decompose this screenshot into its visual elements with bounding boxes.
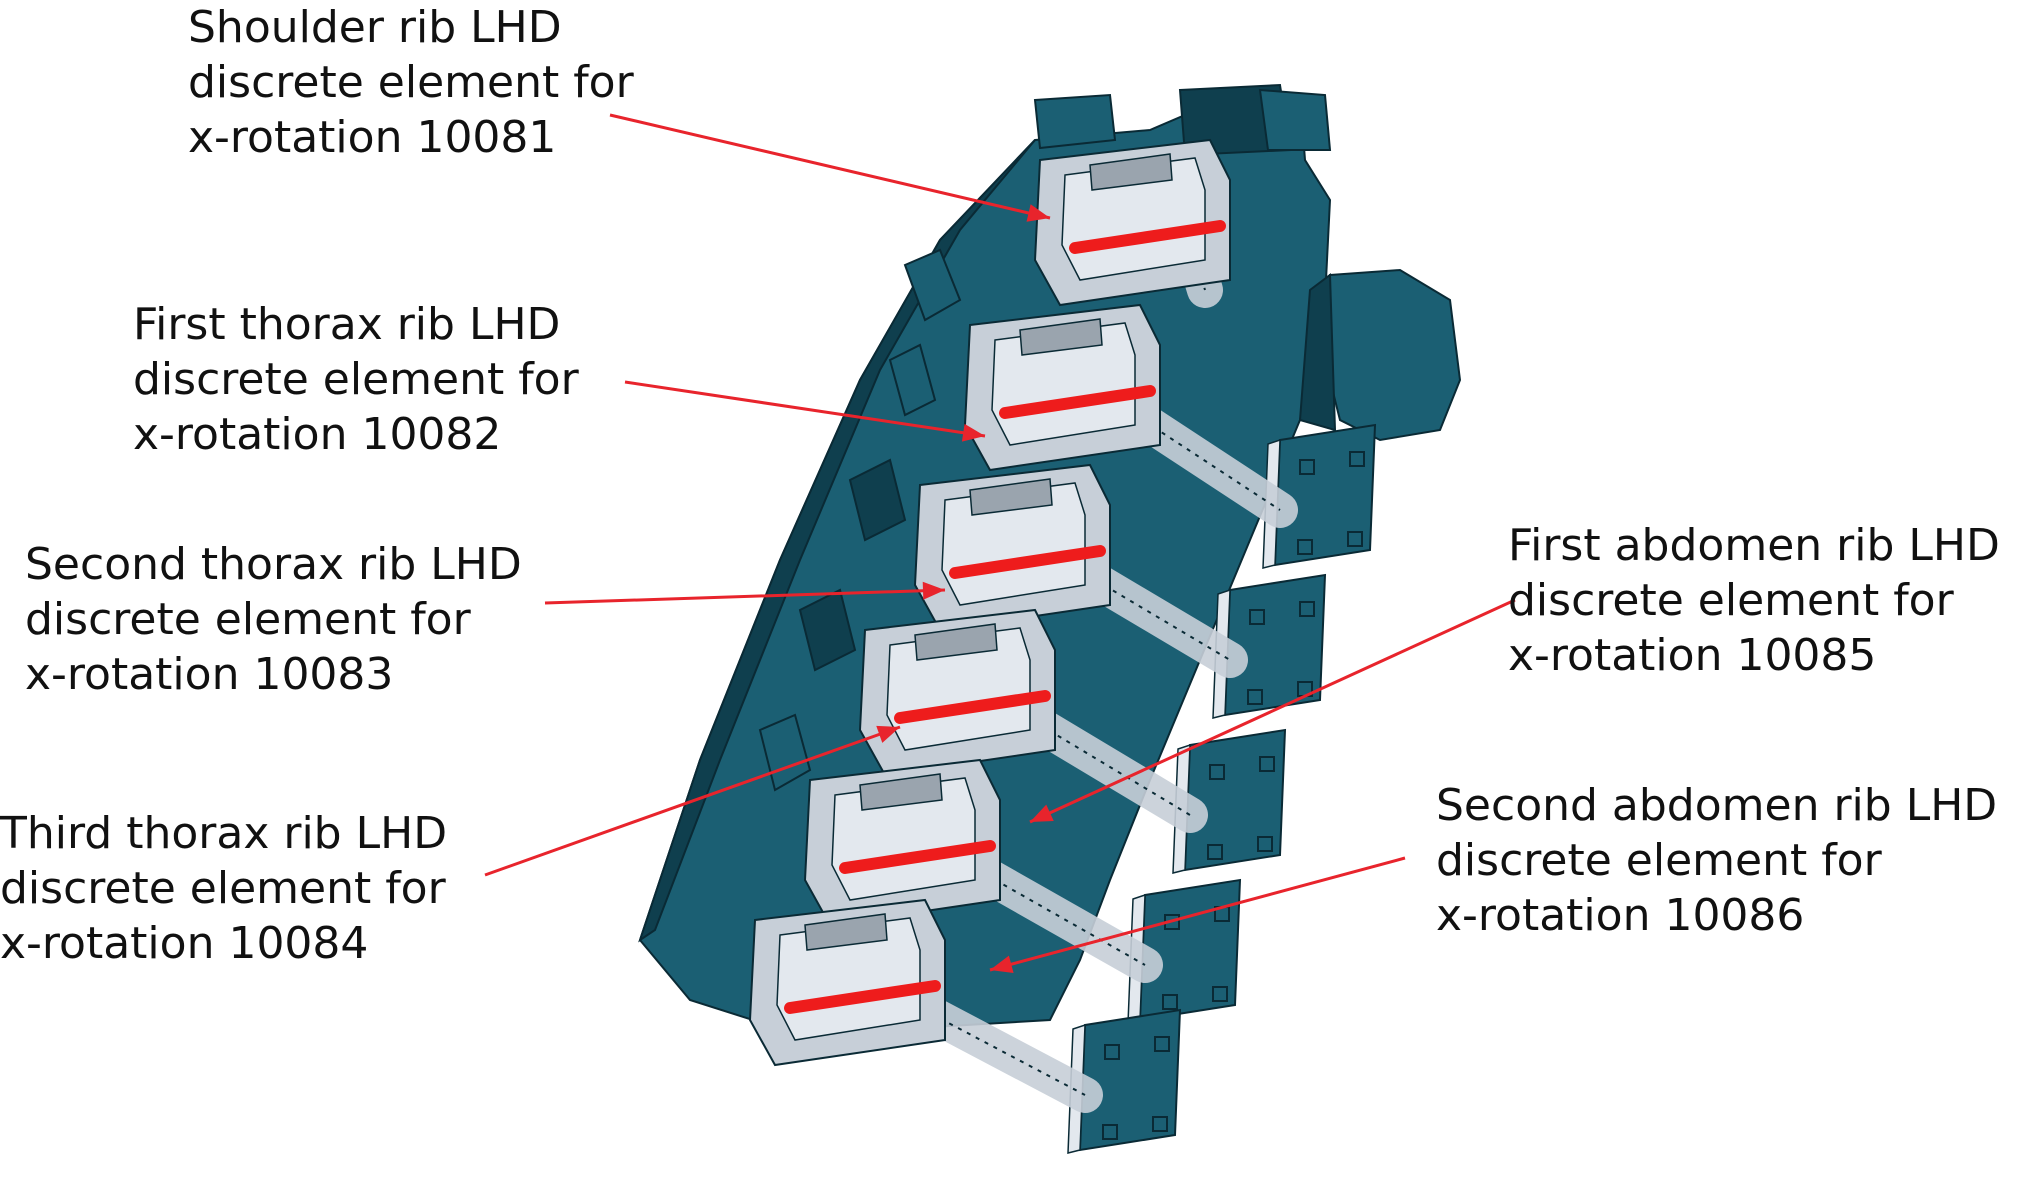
end-plate-bolt bbox=[1349, 451, 1365, 467]
pointer-arrowhead bbox=[876, 725, 900, 743]
label-line: Second thorax rib LHD bbox=[25, 539, 522, 590]
label-line: discrete element for bbox=[1436, 835, 1882, 886]
top-block bbox=[1258, 88, 1332, 151]
label-line: x-rotation 10086 bbox=[1436, 890, 1805, 941]
end-plates bbox=[1067, 423, 1377, 1154]
label-third-thorax: Third thorax rib LHD discrete element fo… bbox=[0, 806, 447, 971]
side-tab bbox=[798, 588, 857, 672]
rib-housing-clip bbox=[914, 623, 998, 661]
end-plate bbox=[1183, 728, 1287, 872]
end-plate bbox=[1138, 878, 1242, 1022]
label-line: discrete element for bbox=[25, 594, 471, 645]
rib-housing-clip bbox=[859, 773, 943, 811]
end-plate-bolt bbox=[1259, 756, 1275, 772]
label-line: discrete element for bbox=[188, 57, 634, 108]
end-plate bbox=[1078, 1008, 1182, 1152]
rib-housing-clip bbox=[1089, 153, 1173, 191]
upper-bracket bbox=[1298, 273, 1337, 432]
end-plate bbox=[1273, 423, 1377, 567]
pointer-line bbox=[609, 113, 1051, 220]
end-plate-bolt bbox=[1347, 531, 1363, 547]
label-second-thorax: Second thorax rib LHD discrete element f… bbox=[25, 537, 522, 702]
upper-bracket bbox=[1329, 268, 1462, 442]
end-plate-bolt bbox=[1152, 1116, 1168, 1132]
end-plate-bolt bbox=[1209, 764, 1225, 780]
end-plate-bolt bbox=[1249, 609, 1265, 625]
pointer-arrowhead bbox=[1026, 204, 1050, 222]
side-tab bbox=[888, 343, 937, 417]
end-plate-bolt bbox=[1162, 994, 1178, 1010]
end-plate-bolt bbox=[1102, 1124, 1118, 1140]
label-line: discrete element for bbox=[0, 863, 446, 914]
rib-housing-clip bbox=[1019, 318, 1103, 356]
end-plate-bolt bbox=[1297, 539, 1313, 555]
end-plate-bolt bbox=[1154, 1036, 1170, 1052]
label-line: x-rotation 10081 bbox=[188, 112, 557, 163]
discrete-element-bar bbox=[999, 385, 1156, 419]
pointer-arrowhead bbox=[990, 955, 1014, 973]
discrete-element-bar bbox=[949, 545, 1106, 579]
discrete-element-bar bbox=[1069, 220, 1226, 254]
label-line: x-rotation 10085 bbox=[1508, 630, 1877, 681]
pointer-lines bbox=[484, 113, 1516, 973]
pointer-line bbox=[1029, 598, 1516, 824]
rib-housing-clip bbox=[969, 478, 1053, 516]
label-first-abdomen: First abdomen rib LHD discrete element f… bbox=[1508, 518, 2000, 683]
label-line: x-rotation 10084 bbox=[0, 918, 369, 969]
pointer-arrowhead bbox=[1030, 804, 1054, 822]
label-line: Third thorax rib LHD bbox=[0, 808, 448, 859]
pointer-arrowhead bbox=[961, 423, 985, 442]
end-plate-bolt bbox=[1212, 986, 1228, 1002]
top-block bbox=[1033, 93, 1117, 150]
label-line: discrete element for bbox=[1508, 575, 1954, 626]
pointer-line bbox=[544, 588, 946, 605]
label-line: First thorax rib LHD bbox=[133, 299, 561, 350]
damper-tube-mesh bbox=[1014, 709, 1191, 816]
spine-plate-side bbox=[638, 139, 1036, 943]
label-line: x-rotation 10083 bbox=[25, 649, 394, 700]
label-line: x-rotation 10082 bbox=[133, 409, 502, 460]
end-plate-bolt bbox=[1104, 1044, 1120, 1060]
end-plate-bolt bbox=[1247, 689, 1263, 705]
pointer-line bbox=[989, 856, 1406, 972]
end-plate-bolt bbox=[1257, 836, 1273, 852]
rib-housing-clip bbox=[804, 913, 888, 951]
side-tab bbox=[848, 458, 907, 542]
pointer-line bbox=[624, 380, 986, 438]
label-first-thorax: First thorax rib LHD discrete element fo… bbox=[133, 297, 579, 462]
label-line: discrete element for bbox=[133, 354, 579, 405]
pointer-arrowhead bbox=[922, 581, 945, 600]
discrete-element-bar bbox=[894, 690, 1051, 724]
discrete-elements bbox=[784, 220, 1226, 1014]
label-line: Second abdomen rib LHD bbox=[1436, 780, 1998, 831]
end-plate-bolt bbox=[1207, 844, 1223, 860]
end-plate-bolt bbox=[1299, 459, 1315, 475]
discrete-element-bar bbox=[784, 980, 941, 1014]
rib-housings bbox=[748, 138, 1231, 1067]
label-line: First abdomen rib LHD bbox=[1508, 520, 2000, 571]
label-shoulder: Shoulder rib LHD discrete element for x-… bbox=[188, 0, 634, 165]
pointer-line bbox=[484, 725, 901, 877]
label-second-abdomen: Second abdomen rib LHD discrete element … bbox=[1436, 778, 1997, 943]
side-tab bbox=[903, 248, 962, 322]
discrete-element-bar bbox=[839, 840, 996, 874]
label-line: Shoulder rib LHD bbox=[188, 2, 562, 53]
end-plate-bolt bbox=[1299, 601, 1315, 617]
